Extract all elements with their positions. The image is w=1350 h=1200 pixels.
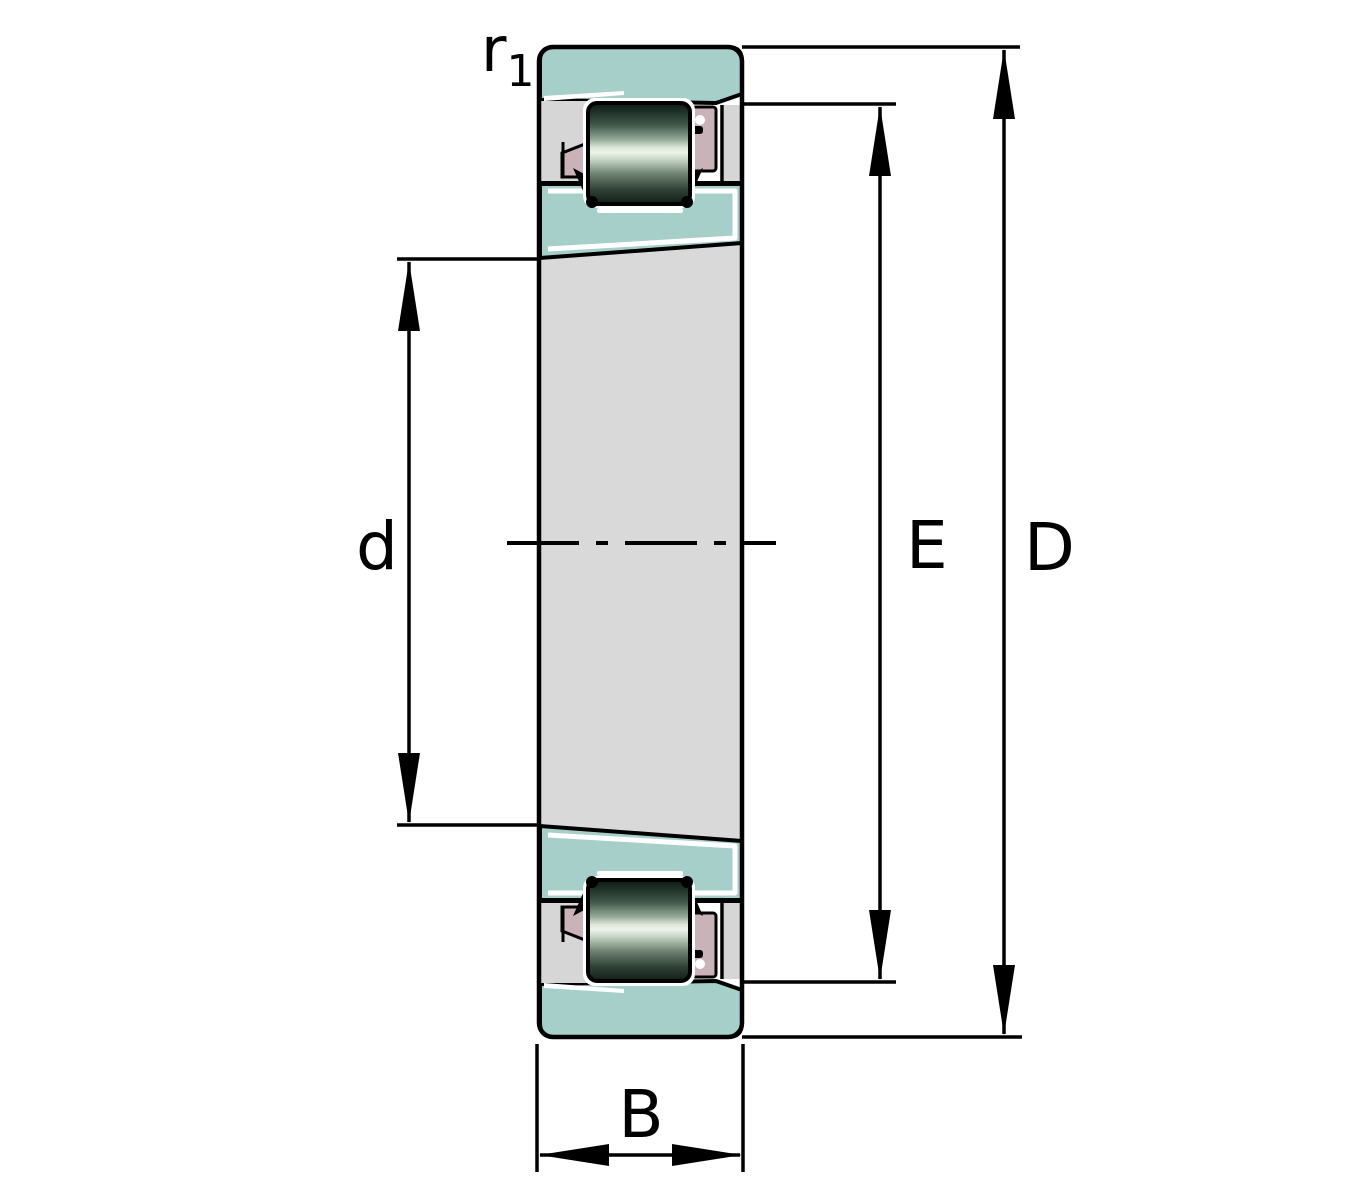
dimension-E: E	[743, 102, 948, 984]
label-B: B	[618, 1076, 663, 1153]
dimension-d: d	[356, 257, 540, 827]
cage-hook-bottom-notch	[695, 959, 705, 969]
roller-top	[586, 101, 692, 206]
roller-bottom-contact-left	[586, 876, 598, 888]
roller-top-contact-right	[681, 196, 693, 208]
label-d: d	[356, 508, 398, 585]
label-r1: r1	[481, 13, 535, 97]
dimension-D: D	[742, 45, 1075, 1039]
cage-bottom-right	[690, 911, 718, 979]
cage-hook-top-notch	[695, 115, 705, 125]
roller-bottom	[586, 878, 692, 983]
cage-top-right	[690, 105, 718, 173]
label-D: D	[1024, 509, 1075, 586]
roller-bottom-groove-highlight	[597, 871, 683, 876]
outer-ring-bottom-highlight	[544, 983, 624, 993]
inner-ring-flange-bottom-right	[724, 901, 741, 979]
dimension-B: B	[535, 1044, 745, 1172]
roller-bottom-contact-right	[681, 876, 693, 888]
roller-top-groove-highlight	[597, 208, 683, 213]
label-E: E	[906, 507, 948, 584]
outer-ring-top-highlight	[544, 91, 624, 101]
roller-top-contact-left	[586, 196, 598, 208]
inner-ring-flange-top-right	[724, 105, 741, 183]
